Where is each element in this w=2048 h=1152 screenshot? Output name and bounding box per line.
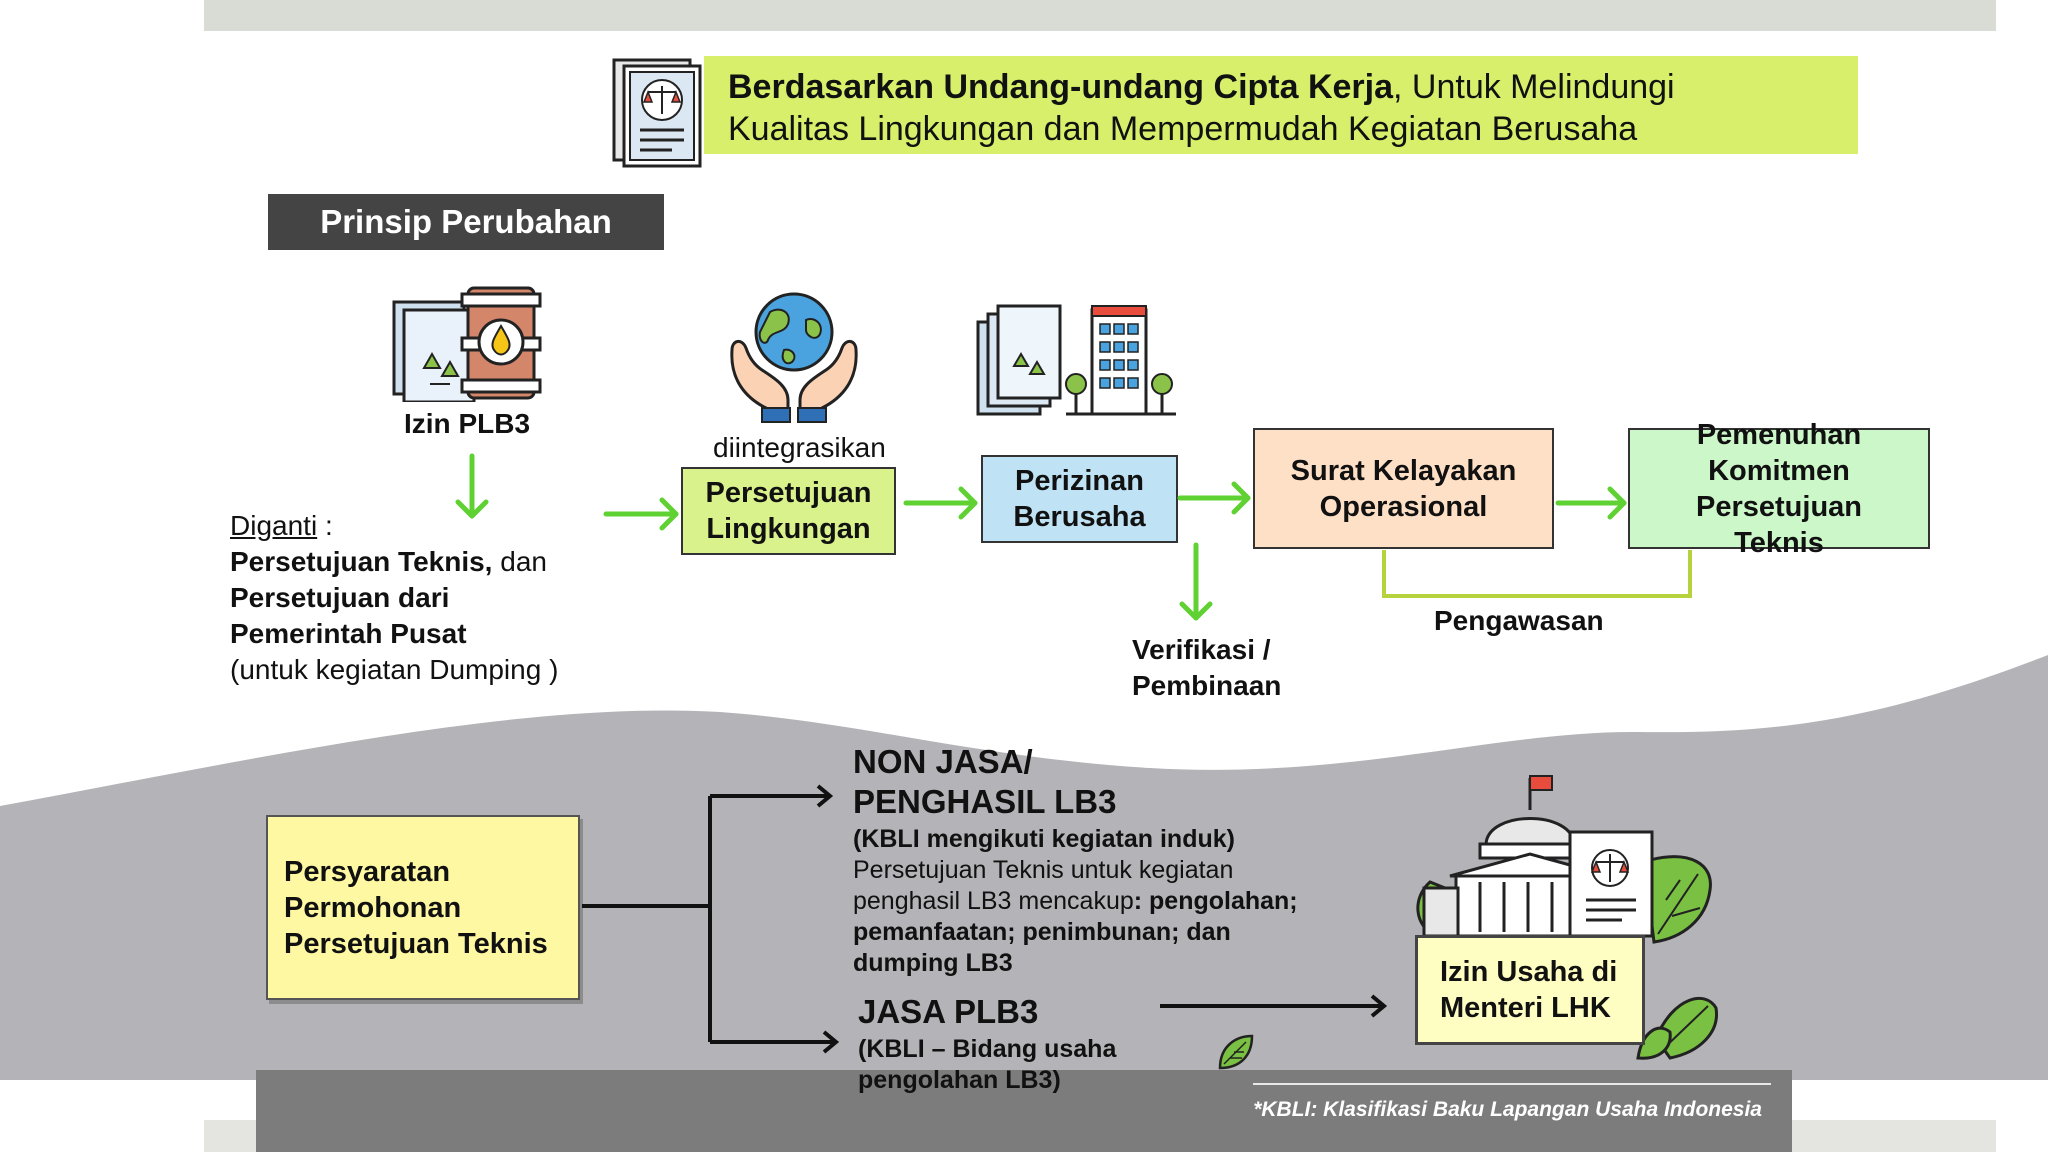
- diganti-label: Diganti: [230, 510, 318, 541]
- jasa-kbli-line: (KBLI – Bidang usaha: [858, 1035, 1117, 1063]
- non-jasa-desc-line: Persetujuan Teknis untuk kegiatan: [853, 856, 1234, 884]
- replacement-1-rest: dan: [492, 546, 547, 577]
- section-title: Prinsip Perubahan: [268, 194, 664, 250]
- non-jasa-title-line: PENGHASIL LB3: [853, 783, 1117, 820]
- headline-rest: , Untuk Melindungi: [1393, 68, 1675, 106]
- non-jasa-desc-line: penghasil LB3 mencakup: [853, 887, 1134, 915]
- non-jasa-desc-line: pemanfaatan; penimbunan; dan: [853, 918, 1231, 946]
- box-line: Pemenuhan: [1696, 418, 1862, 451]
- box-line: Menteri LHK: [1440, 992, 1611, 1024]
- non-jasa-kbli: (KBLI mengikuti kegiatan induk): [853, 825, 1235, 853]
- box-line: Teknis: [1734, 526, 1824, 559]
- non-jasa-title: NON JASA/ PENGHASIL LB3: [853, 742, 1116, 822]
- law-document-icon: [612, 58, 702, 168]
- izin-plb3-label: Izin PLB3: [404, 408, 531, 439]
- top-band: [204, 0, 1996, 31]
- izin-usaha-box: Izin Usaha di Menteri LHK: [1415, 935, 1645, 1045]
- box-line: Komitmen: [1708, 454, 1850, 487]
- government-building-law-icon: [1416, 775, 1718, 1060]
- replacement-3: Pemerintah Pusat: [230, 618, 467, 649]
- verifikasi-line: Verifikasi /: [1132, 634, 1271, 665]
- box-line: Surat Kelayakan: [1290, 454, 1517, 487]
- headline-line2: Kualitas Lingkungan dan Mempermudah Kegi…: [728, 110, 1638, 148]
- non-jasa-desc-bold: : pengolahan;: [1133, 887, 1298, 915]
- box-line: Operasional: [1319, 490, 1488, 523]
- documents-building-icon: [976, 304, 1176, 416]
- box-line: Berusaha: [1013, 501, 1146, 533]
- jasa-kbli: (KBLI – Bidang usaha pengolahan LB3): [858, 1034, 1116, 1096]
- replacement-1-bold: Persetujuan Teknis,: [230, 546, 493, 577]
- pengawasan-bracket: [1382, 550, 1692, 598]
- non-jasa-title-line: NON JASA/: [853, 743, 1033, 780]
- jasa-title: JASA PLB3: [858, 993, 1039, 1030]
- diganti-colon: :: [317, 510, 333, 541]
- non-jasa-desc-line: dumping LB3: [853, 949, 1013, 977]
- headline-bold: Berdasarkan Undang-undang Cipta Kerja: [728, 68, 1394, 106]
- box-line: Permohonan: [284, 891, 462, 924]
- recycle-documents-barrel-icon: [392, 286, 542, 402]
- box-line: Persyaratan: [284, 855, 451, 888]
- headline-banner: Berdasarkan Undang-undang Cipta Kerja, U…: [704, 56, 1858, 154]
- box-line: Izin Usaha di: [1440, 956, 1618, 988]
- box-line: Lingkungan: [706, 513, 871, 545]
- jasa-kbli-line: pengolahan LB3): [858, 1066, 1061, 1094]
- footer-divider: [1253, 1083, 1771, 1085]
- box-line: Persetujuan: [1696, 490, 1862, 523]
- box-line: Persetujuan Teknis: [284, 927, 548, 960]
- pengawasan-label: Pengawasan: [1434, 605, 1604, 636]
- box-line: Persetujuan: [705, 477, 872, 509]
- box-line: Perizinan: [1015, 465, 1144, 497]
- leaf-icon: [1218, 1034, 1254, 1070]
- verifikasi-line: Pembinaan: [1132, 670, 1282, 701]
- verifikasi-label: Verifikasi / Pembinaan: [1132, 632, 1281, 704]
- diintegrasikan-label: diintegrasikan: [713, 432, 886, 463]
- replacement-2: Persetujuan dari: [230, 582, 450, 613]
- replacement-4: (untuk kegiatan Dumping ): [230, 654, 559, 685]
- kbli-footnote: *KBLI: Klasifikasi Baku Lapangan Usaha I…: [1253, 1098, 1762, 1121]
- non-jasa-desc: (KBLI mengikuti kegiatan induk) Persetuj…: [853, 824, 1298, 979]
- hands-globe-icon: [730, 292, 858, 423]
